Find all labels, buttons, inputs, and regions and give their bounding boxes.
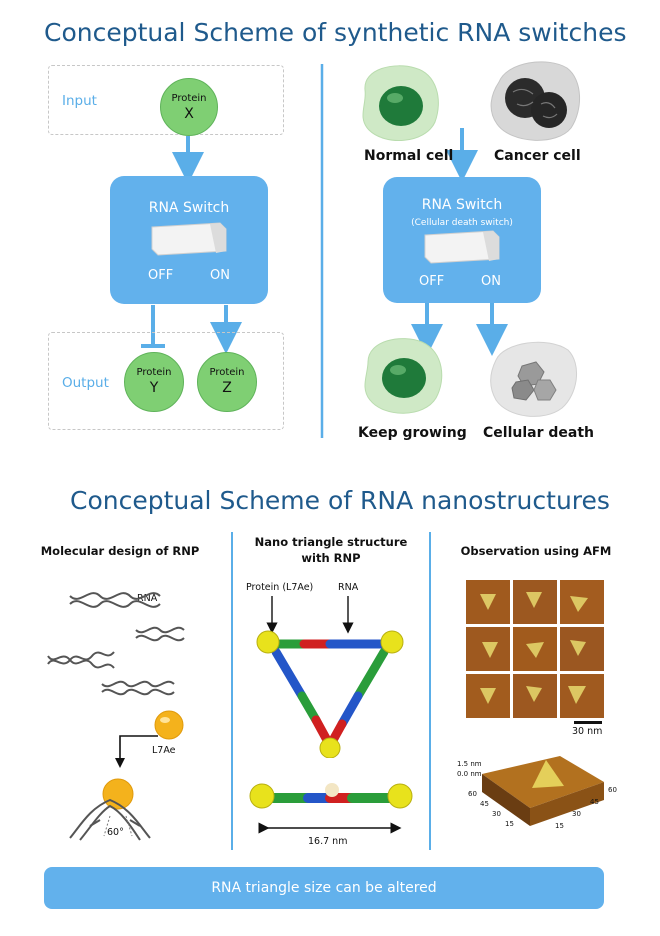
col1-title: Molecular design of RNP xyxy=(40,544,200,558)
death-switch-title: RNA Switch xyxy=(421,197,503,213)
size-label: 16.7 nm xyxy=(308,836,348,847)
l7ae-label: L7Ae xyxy=(152,745,176,756)
growing-cell-image xyxy=(364,338,443,414)
switch-title: RNA Switch xyxy=(148,200,230,216)
death-switch-box: RNA Switch (Cellular death switch) OFF O… xyxy=(383,177,541,303)
normal-cell-image xyxy=(362,65,439,141)
page-title-nanostructures: Conceptual Scheme of RNA nanostructures xyxy=(70,486,610,515)
afm-z-top: 1.5 nm xyxy=(457,760,482,768)
output-box xyxy=(48,332,284,430)
input-label: Input xyxy=(62,93,97,109)
afm-z-bottom: 0.0 nm xyxy=(457,770,482,778)
afm-right-tick: 30 xyxy=(572,810,581,818)
input-box xyxy=(48,65,284,135)
protein-y-letter: Y xyxy=(149,380,159,396)
nano-triangle-side-view xyxy=(249,783,413,809)
bottom-banner: RNA triangle size can be altered xyxy=(44,867,604,909)
afm-tile xyxy=(560,674,604,718)
protein-x-top: Protein xyxy=(171,93,207,104)
page-title-switches: Conceptual Scheme of synthetic RNA switc… xyxy=(44,18,627,47)
protein-x-letter: X xyxy=(184,106,194,122)
death-switch-off-label: OFF xyxy=(419,274,445,289)
switch-on-label: ON xyxy=(210,268,230,283)
afm-right-tick: 15 xyxy=(555,822,564,830)
protein-z-top: Protein xyxy=(209,367,245,378)
col1-rna-label: RNA xyxy=(137,593,158,604)
afm-left-tick: 30 xyxy=(492,810,501,818)
afm-left-tick: 45 xyxy=(480,800,489,808)
rna-helices-image xyxy=(47,592,185,696)
afm-left-tick: 15 xyxy=(505,820,514,828)
protein-z-circle: Protein Z xyxy=(197,352,257,412)
rnp-complex-image xyxy=(69,778,151,841)
death-switch-on-label: ON xyxy=(481,274,501,289)
rna-switch-box: RNA Switch OFF ON xyxy=(110,176,268,304)
afm-3d-surface xyxy=(482,756,604,826)
col2-rna-label: RNA xyxy=(338,582,359,593)
col3-title: Observation using AFM xyxy=(460,544,612,558)
normal-cell-label: Normal cell xyxy=(364,148,454,164)
afm-left-tick: 60 xyxy=(468,790,477,798)
cellular-death-label: Cellular death xyxy=(483,425,594,441)
afm-right-tick: 60 xyxy=(608,786,617,794)
afm-scale-label: 30 nm xyxy=(572,726,603,737)
col2-title-line1: Nano triangle structure xyxy=(254,535,408,549)
switch-off-label: OFF xyxy=(148,268,174,283)
l7ae-protein-ball xyxy=(154,710,184,740)
keep-growing-label: Keep growing xyxy=(358,425,467,441)
death-toggle-graphic xyxy=(423,229,500,264)
angle-label: 60° xyxy=(107,827,124,838)
col2-protein-label: Protein (L7Ae) xyxy=(246,582,314,593)
protein-y-circle: Protein Y xyxy=(124,352,184,412)
l7ae-binding-arrow xyxy=(115,735,158,768)
nano-triangle-image xyxy=(256,630,404,758)
afm-scale-bar xyxy=(574,721,602,724)
col2-title-line2: with RNP xyxy=(301,551,361,565)
afm-right-tick: 45 xyxy=(590,798,599,806)
dead-cell-image xyxy=(490,341,578,417)
afm-triangles-overlay xyxy=(480,592,588,704)
protein-y-top: Protein xyxy=(136,367,172,378)
protein-x-circle: Protein X xyxy=(160,78,218,136)
output-label: Output xyxy=(62,375,109,391)
cancer-cell-image xyxy=(490,61,581,141)
cancer-cell-label: Cancer cell xyxy=(494,148,581,164)
protein-z-letter: Z xyxy=(222,380,232,396)
toggle-switch-graphic xyxy=(150,221,227,256)
death-switch-subtitle: (Cellular death switch) xyxy=(411,218,513,228)
